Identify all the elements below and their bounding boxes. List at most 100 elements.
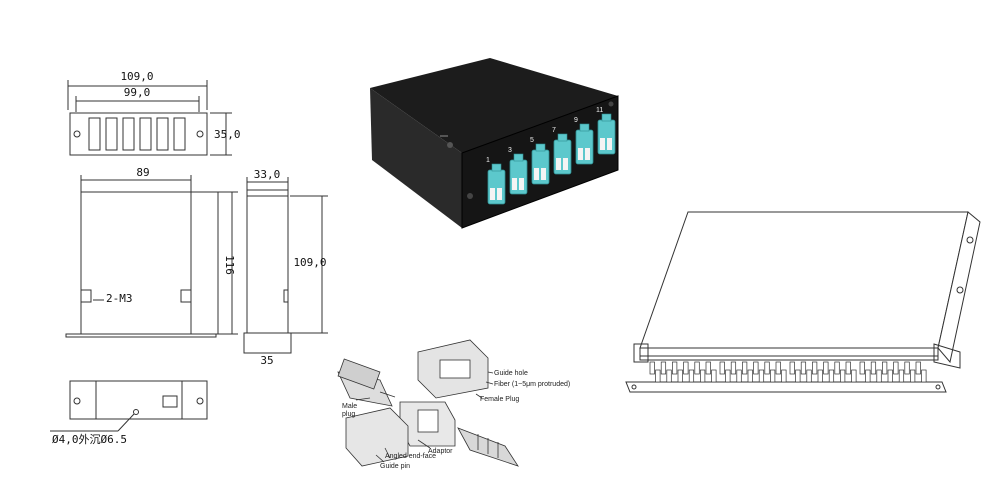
adapter-clip bbox=[557, 133, 568, 142]
label-angled-end-face: Angled end-face bbox=[385, 453, 436, 460]
enclosure-isometric-drawing bbox=[625, 211, 981, 393]
adapter-clip bbox=[579, 123, 590, 132]
end-width-top: 33,0 bbox=[254, 168, 281, 181]
adapter-bank bbox=[859, 361, 927, 383]
adapter-port: 7 bbox=[552, 127, 572, 175]
iso-adapter bbox=[851, 369, 857, 383]
iso-adapter bbox=[649, 361, 655, 375]
iso-adapter bbox=[747, 369, 753, 383]
adapter-ferrule bbox=[490, 188, 495, 200]
adapter-port: 3 bbox=[508, 147, 528, 195]
iso-adapter bbox=[781, 369, 787, 383]
iso-adapter bbox=[730, 361, 737, 375]
adapter-clip bbox=[535, 143, 546, 152]
iso-adapter bbox=[859, 361, 865, 375]
adapter-ferrule bbox=[534, 168, 539, 180]
adapter-bank bbox=[789, 361, 857, 383]
iso-adapter bbox=[688, 369, 695, 383]
label-guide-pin: Guide pin bbox=[380, 463, 410, 470]
port-number-label: 7 bbox=[552, 127, 556, 134]
iso-adapter bbox=[736, 369, 742, 383]
adapter-port: 5 bbox=[530, 137, 550, 185]
iso-adapter bbox=[770, 369, 776, 383]
end-view-drawing bbox=[243, 177, 328, 354]
adapter-ferrule bbox=[512, 178, 517, 190]
iso-adapter bbox=[910, 369, 916, 383]
iso-adapter bbox=[823, 361, 829, 375]
adapter-port: 9 bbox=[574, 117, 594, 165]
adapter-ferrule bbox=[600, 138, 605, 150]
front-view-drawing bbox=[67, 80, 232, 156]
iso-adapter bbox=[812, 361, 818, 375]
iso-adapter bbox=[775, 361, 781, 375]
adapter-port: 11 bbox=[596, 107, 616, 155]
bottom-view-drawing bbox=[50, 380, 208, 432]
port-number-label: 5 bbox=[530, 137, 534, 144]
port-number-label: 1 bbox=[486, 157, 490, 164]
iso-adapter bbox=[795, 369, 801, 383]
iso-adapter bbox=[711, 369, 717, 383]
adapter-ports: 1 3 5 7 9 11 bbox=[486, 107, 616, 205]
iso-adapter bbox=[677, 369, 683, 383]
mpo-connector-diagram bbox=[337, 339, 519, 467]
iso-adapter bbox=[800, 361, 807, 375]
iso-adapter bbox=[789, 361, 795, 375]
iso-adapter bbox=[672, 361, 678, 375]
iso-adapter bbox=[660, 361, 667, 375]
iso-adapter bbox=[828, 369, 835, 383]
label-male-plug-line2: plug bbox=[342, 411, 355, 418]
iso-adapter bbox=[904, 361, 910, 375]
iso-adapter bbox=[719, 361, 725, 375]
iso-adapter bbox=[666, 369, 672, 383]
end-width-bottom: 35 bbox=[260, 354, 273, 367]
iso-adapter bbox=[893, 361, 899, 375]
iso-adapter bbox=[683, 361, 689, 375]
adapter-ferrule bbox=[556, 158, 561, 170]
side-height: 116 bbox=[223, 255, 236, 275]
port-number-label: 9 bbox=[574, 117, 578, 124]
side-view-drawing bbox=[65, 175, 238, 338]
iso-adapter bbox=[817, 369, 823, 383]
iso-adapter bbox=[887, 369, 893, 383]
label-adaptor: Adaptor bbox=[428, 448, 453, 455]
iso-adapter bbox=[876, 369, 882, 383]
front-height: 35,0 bbox=[214, 128, 241, 141]
iso-adapter bbox=[655, 369, 661, 383]
adapter-ferrule bbox=[563, 158, 568, 170]
adapter-port: 1 bbox=[486, 157, 506, 205]
adapter-ferrule bbox=[519, 178, 524, 190]
iso-adapter bbox=[845, 361, 851, 375]
front-width-inner: 99,0 bbox=[124, 86, 151, 99]
iso-adapter bbox=[915, 361, 921, 375]
iso-adapter bbox=[764, 361, 770, 375]
iso-adapter bbox=[840, 369, 846, 383]
adapter-ferrule bbox=[497, 188, 502, 200]
adapter-ferrule bbox=[585, 148, 590, 160]
iso-adapter bbox=[694, 361, 700, 375]
label-guide-hole: Guide hole bbox=[494, 370, 528, 377]
front-width-overall: 109,0 bbox=[120, 70, 153, 83]
iso-adapter bbox=[753, 361, 759, 375]
side-width: 89 bbox=[136, 166, 149, 179]
port-number-label: 11 bbox=[596, 107, 603, 114]
port-number-label: 3 bbox=[508, 147, 512, 154]
iso-adapter bbox=[882, 361, 888, 375]
adapter-clip bbox=[491, 163, 502, 172]
adapter-clip bbox=[601, 113, 612, 122]
iso-adapter bbox=[700, 369, 706, 383]
label-female-plug: Female Plug bbox=[480, 396, 519, 403]
adapter-ferrule bbox=[541, 168, 546, 180]
iso-adapter bbox=[806, 369, 812, 383]
iso-adapter bbox=[870, 361, 877, 375]
iso-adapter bbox=[758, 369, 765, 383]
iso-adapter bbox=[898, 369, 905, 383]
screw-callout: 2-M3 bbox=[106, 292, 133, 305]
adapter-clip bbox=[513, 153, 524, 162]
label-male-plug-line1: Male bbox=[342, 403, 357, 410]
end-height: 109,0 bbox=[293, 256, 326, 269]
iso-adapter bbox=[921, 369, 927, 383]
iso-adapter bbox=[834, 361, 840, 375]
iso-adapter bbox=[742, 361, 748, 375]
adapter-bank bbox=[719, 361, 787, 383]
